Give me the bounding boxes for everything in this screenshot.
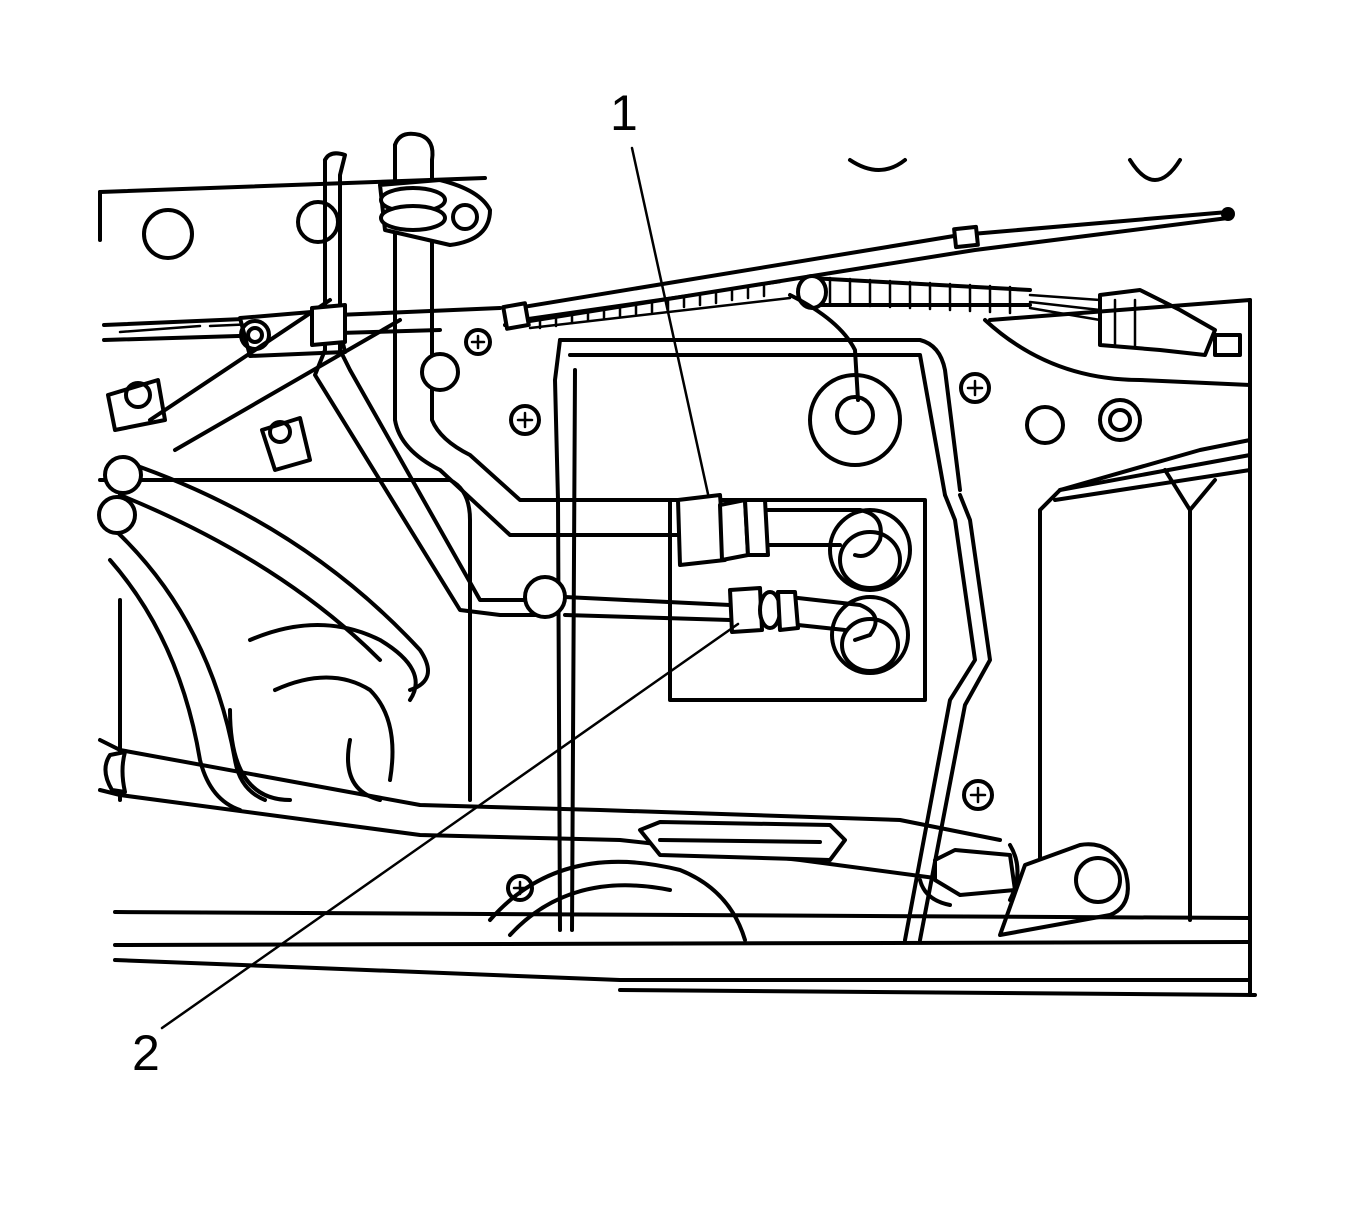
- radiator-tank: [464, 328, 994, 942]
- upper-line-fitting: [676, 493, 883, 567]
- lower-line-fitting: [728, 586, 878, 642]
- callout-2-label: 2: [132, 1025, 160, 1081]
- callout-1: 1: [610, 85, 710, 496]
- left-bracket: [98, 298, 402, 482]
- bottom-frame: [113, 298, 1257, 997]
- cooler-lines: [310, 131, 883, 642]
- right-bracket: [983, 298, 1252, 922]
- lower-crossmember: [98, 738, 1130, 942]
- callout-1-label: 1: [610, 85, 638, 141]
- cable: [501, 207, 1242, 402]
- callout-2: 2: [132, 622, 740, 1081]
